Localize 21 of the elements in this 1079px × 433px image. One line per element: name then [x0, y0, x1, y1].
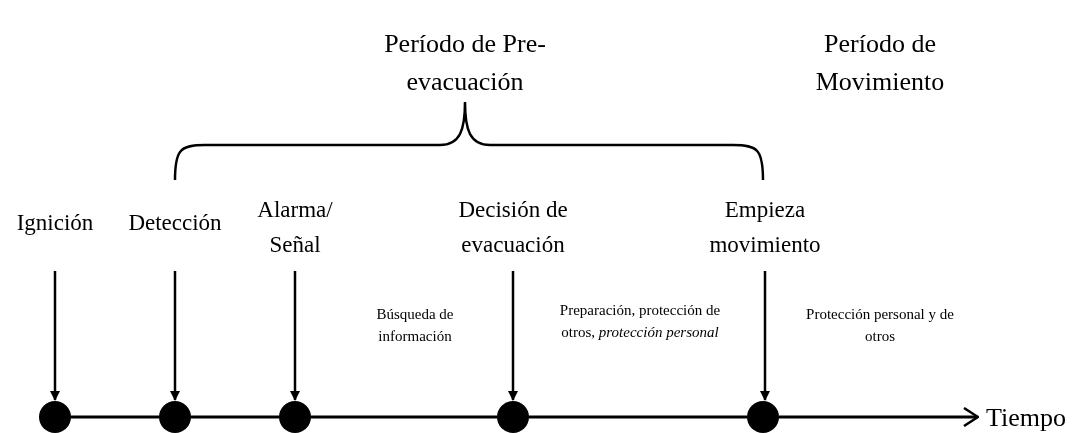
event-label: Detección: [128, 209, 222, 237]
arrow: [290, 271, 300, 401]
timeline-segment: [191, 415, 279, 419]
event-label: Ignición: [16, 209, 94, 237]
timeline-segment: [71, 415, 159, 419]
timeline-segment: [311, 415, 497, 419]
activity-label: Protección personal y de otros: [805, 305, 955, 346]
event-label: Alarma/ Señal: [256, 196, 334, 259]
period-title: Período de Movimiento: [814, 28, 946, 98]
event-label: Decisión de evacuación: [457, 196, 569, 259]
event-label: Empieza movimiento: [708, 196, 822, 259]
timeline-segment: [529, 415, 747, 419]
arrow: [50, 271, 60, 401]
activity-label: Búsqueda de información: [375, 305, 455, 346]
activity-label: Preparación, protección de otros, protección personal: [558, 301, 722, 342]
period-title: Período de Pre-evacuación: [383, 28, 547, 98]
arrow: [508, 271, 518, 401]
axis-label: Tiempo: [986, 401, 1067, 433]
arrow: [779, 406, 980, 428]
arrow: [760, 271, 770, 401]
arrow: [170, 271, 180, 401]
